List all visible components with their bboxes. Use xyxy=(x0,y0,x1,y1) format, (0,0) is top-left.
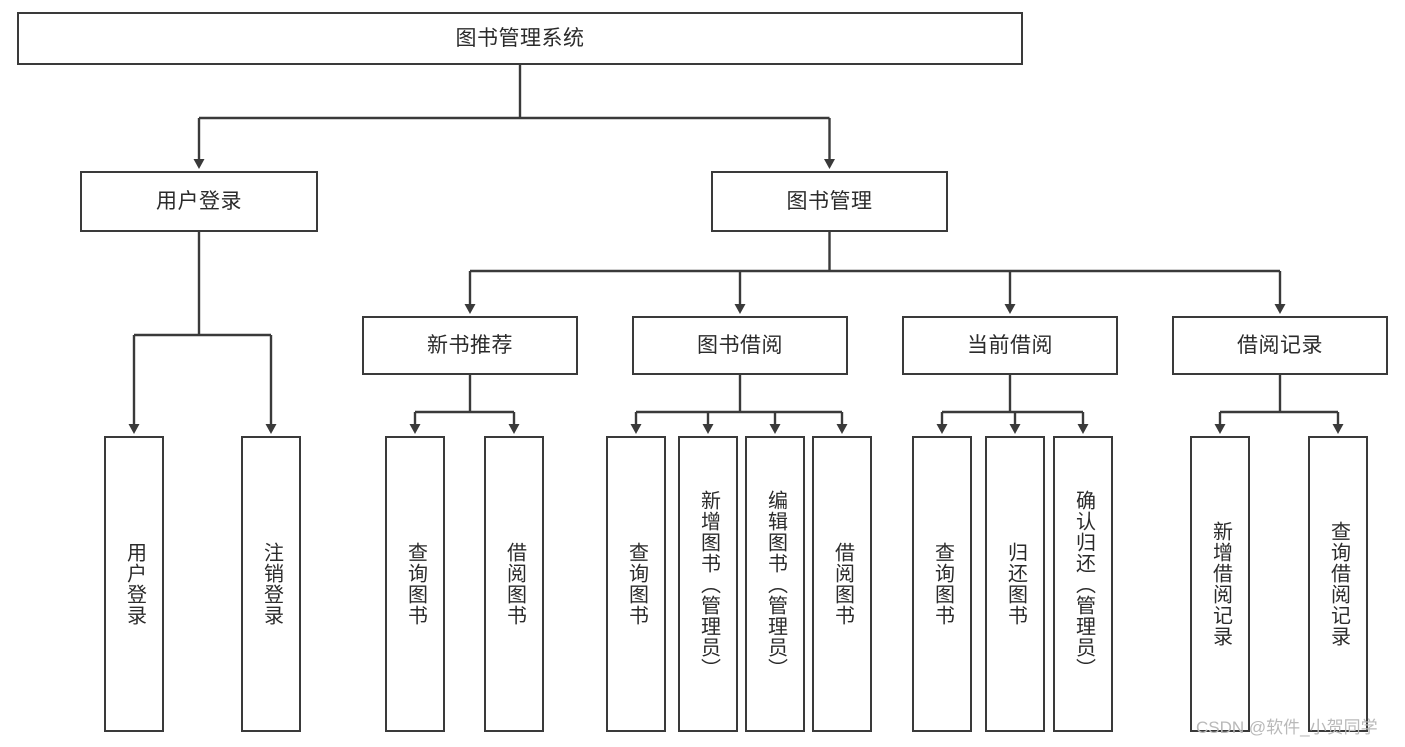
node-root-system[interactable]: 图书管理系统 xyxy=(17,12,1023,65)
node-label: 查询图书 xyxy=(931,542,954,626)
node-label: 查询借阅记录 xyxy=(1327,521,1350,647)
node-label: 新书推荐 xyxy=(427,333,513,357)
node-label: 用户登录 xyxy=(156,189,242,213)
node-label: 归还图书 xyxy=(1004,542,1027,626)
node-label: 新增借阅记录 xyxy=(1209,521,1232,647)
node-label: 用户登录 xyxy=(123,542,146,626)
node-label: 借阅图书 xyxy=(503,542,526,626)
node-current-borrow[interactable]: 当前借阅 xyxy=(902,316,1118,375)
node-label: 编辑图书（管理员） xyxy=(764,489,787,679)
node-leaf-add-record[interactable]: 新增借阅记录 xyxy=(1190,436,1250,732)
node-leaf-add-book[interactable]: 新增图书（管理员） xyxy=(678,436,738,732)
node-user-login[interactable]: 用户登录 xyxy=(80,171,318,232)
node-label: 当前借阅 xyxy=(967,333,1053,357)
node-label: 图书管理 xyxy=(786,189,873,213)
node-leaf-logout[interactable]: 注销登录 xyxy=(241,436,301,732)
node-label: 查询图书 xyxy=(625,542,648,626)
node-leaf-user-login[interactable]: 用户登录 xyxy=(104,436,164,732)
node-label: 注销登录 xyxy=(260,542,283,626)
node-leaf-borrow-book-1[interactable]: 借阅图书 xyxy=(484,436,544,732)
node-label: 图书借阅 xyxy=(697,333,783,357)
node-leaf-edit-book[interactable]: 编辑图书（管理员） xyxy=(745,436,805,732)
node-leaf-borrow-book-2[interactable]: 借阅图书 xyxy=(812,436,872,732)
node-book-management[interactable]: 图书管理 xyxy=(711,171,948,232)
node-leaf-query-book-3[interactable]: 查询图书 xyxy=(912,436,972,732)
node-label: 确认归还（管理员） xyxy=(1072,489,1095,679)
node-leaf-query-record[interactable]: 查询借阅记录 xyxy=(1308,436,1368,732)
node-leaf-query-book-1[interactable]: 查询图书 xyxy=(385,436,445,732)
node-label: 图书管理系统 xyxy=(455,26,585,50)
node-label: 借阅记录 xyxy=(1237,333,1323,357)
node-book-borrow[interactable]: 图书借阅 xyxy=(632,316,848,375)
node-leaf-return-book[interactable]: 归还图书 xyxy=(985,436,1045,732)
node-label: 查询图书 xyxy=(404,542,427,626)
node-leaf-query-book-2[interactable]: 查询图书 xyxy=(606,436,666,732)
node-label: 借阅图书 xyxy=(831,542,854,626)
node-new-book-recommend[interactable]: 新书推荐 xyxy=(362,316,578,375)
node-leaf-confirm-return[interactable]: 确认归还（管理员） xyxy=(1053,436,1113,732)
node-borrow-record[interactable]: 借阅记录 xyxy=(1172,316,1388,375)
node-label: 新增图书（管理员） xyxy=(697,489,720,679)
